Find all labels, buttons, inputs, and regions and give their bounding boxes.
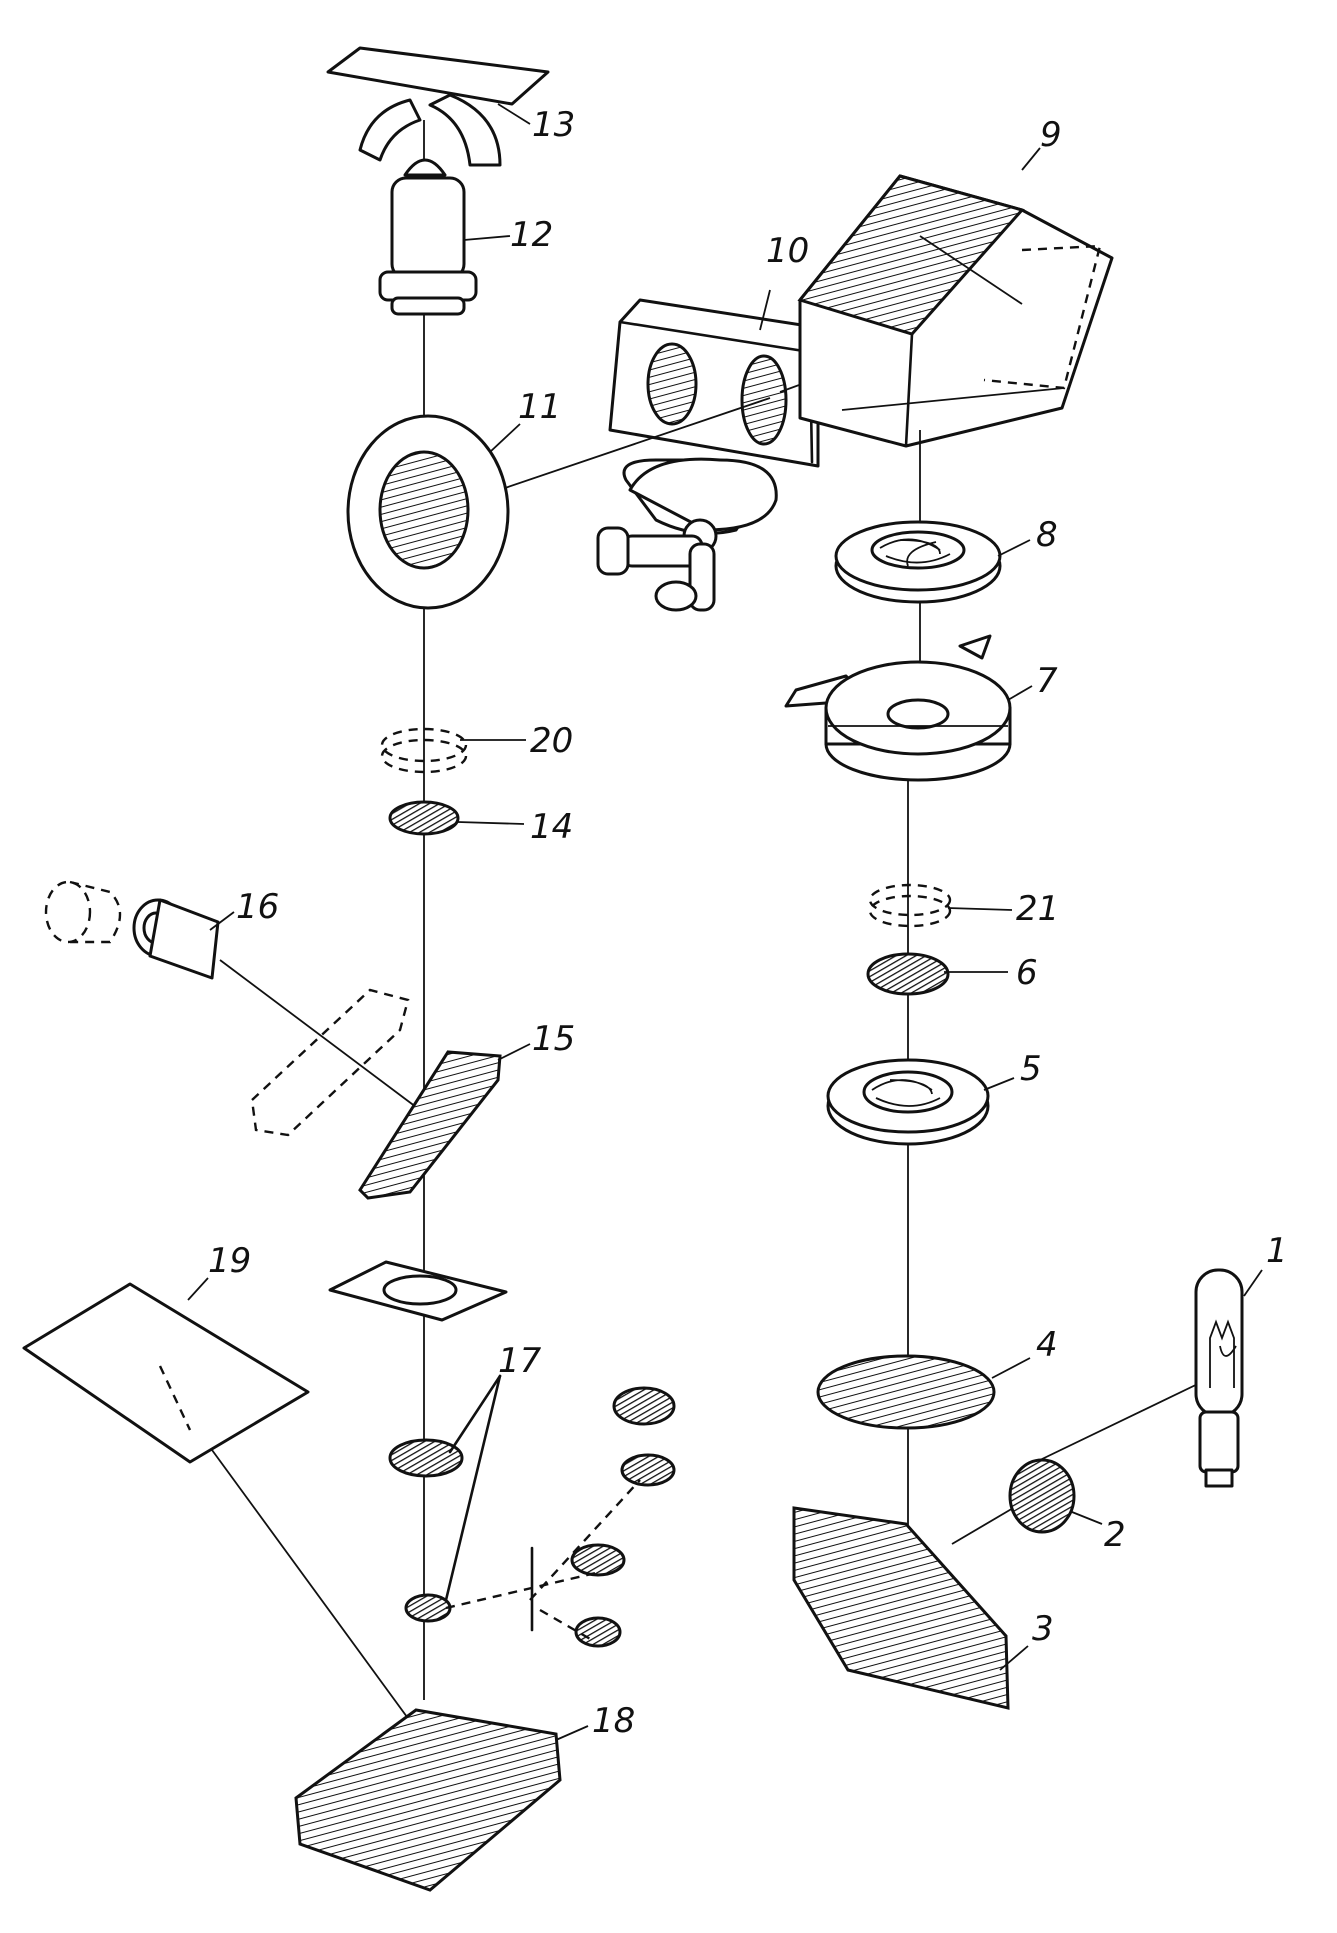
leader-lines: [187, 103, 1263, 1741]
lens-ring-11: [346, 414, 510, 610]
condenser-lens-4: [816, 1354, 996, 1430]
part-labels: 1 2 3 4 5 6 7 8 9 10 11 12 13 14 15 16 1…: [208, 105, 1288, 1741]
screen-plate-19: [22, 1282, 419, 1733]
eyepiece-16: [44, 880, 421, 1111]
label-15: 15: [532, 1019, 575, 1059]
lamp-bulb-1: [1194, 1268, 1244, 1488]
label-11: 11: [518, 387, 561, 427]
label-10: 10: [766, 231, 809, 271]
label-16: 16: [236, 887, 279, 927]
label-2: 2: [1104, 1515, 1126, 1555]
lens-14: [388, 800, 460, 836]
label-5: 5: [1020, 1049, 1042, 1089]
label-12: 12: [510, 215, 553, 255]
label-6: 6: [1016, 953, 1038, 993]
iris-diaphragm-8: [834, 520, 1002, 604]
coupling-line: [504, 397, 771, 489]
slide-stage-13: [326, 46, 550, 167]
prism-plate-15: [250, 988, 502, 1200]
filter-lens-2: [1008, 1379, 1207, 1534]
knob-arm-assembly: [596, 457, 778, 612]
objective-12: [378, 158, 478, 316]
label-17: 17: [498, 1341, 542, 1381]
label-13: 13: [532, 105, 575, 145]
label-21: 21: [1016, 889, 1059, 929]
mirror-base-18: [294, 1708, 562, 1892]
label-4: 4: [1036, 1325, 1058, 1365]
prism-housing-9: [797, 174, 1114, 448]
aperture-plate: [328, 1260, 508, 1322]
label-1: 1: [1266, 1231, 1288, 1271]
dashed-lens-20: [380, 727, 468, 774]
mirror-3: [792, 1503, 1021, 1710]
lens-6: [866, 952, 950, 996]
lever-ring-7: [784, 634, 1012, 782]
iris-diaphragm-5: [826, 1058, 990, 1146]
label-9: 9: [1040, 115, 1062, 155]
label-20: 20: [530, 721, 573, 761]
label-19: 19: [208, 1241, 251, 1281]
dashed-lens-21: [868, 883, 952, 928]
label-8: 8: [1036, 515, 1058, 555]
lens-set-17: [388, 1374, 676, 1648]
label-7: 7: [1036, 661, 1058, 701]
label-3: 3: [1032, 1609, 1054, 1649]
label-18: 18: [592, 1701, 635, 1741]
label-14: 14: [530, 807, 573, 847]
